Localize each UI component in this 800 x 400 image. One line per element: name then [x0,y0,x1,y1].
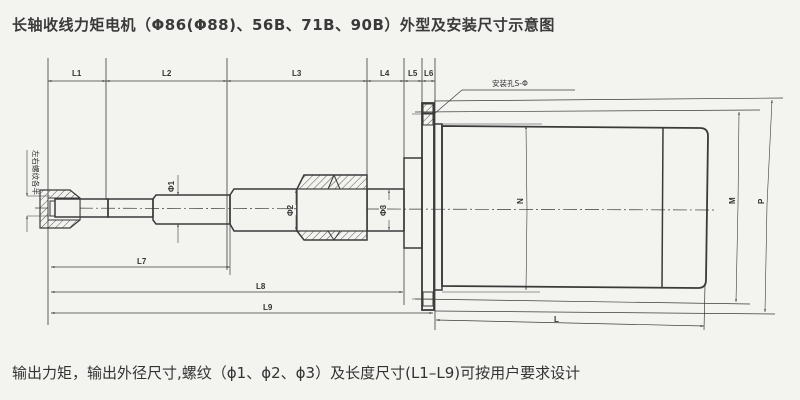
dim-label-phi2: Φ2 [286,204,295,216]
dim-label-l: L [554,315,559,324]
dim-label-l7: L7 [137,257,147,266]
dim-label-l4: L4 [380,69,390,78]
dim-label-l5: L5 [408,69,418,78]
mount-hole-label: 安装孔S-Φ [492,78,528,88]
dim-label-l2: L2 [162,69,172,78]
dim-label-l1: L1 [72,69,82,78]
dim-label-l9: L9 [263,303,273,312]
dim-label-phi1: Φ1 [167,180,176,192]
diagram-caption: 输出力矩，输出外径尺寸,螺纹（ϕ1、ϕ2、ϕ3）及长度尺寸(L1–L9)可按用户… [12,364,581,382]
dim-label-l3: L3 [292,69,302,78]
dim-label-l6: L6 [424,69,434,78]
dim-label-p: P [757,198,766,204]
dim-label-l8: L8 [256,282,266,291]
thread-note-label: 左右螺纹各半 [31,150,41,195]
diagram-title: 长轴收线力矩电机（Φ86(Φ88)、56B、71B、90B）外型及安装尺寸示意图 [12,16,555,34]
dim-label-m: M [728,197,737,204]
dim-label-phi3: Φ3 [379,204,388,216]
dim-label-n: N [516,198,525,204]
